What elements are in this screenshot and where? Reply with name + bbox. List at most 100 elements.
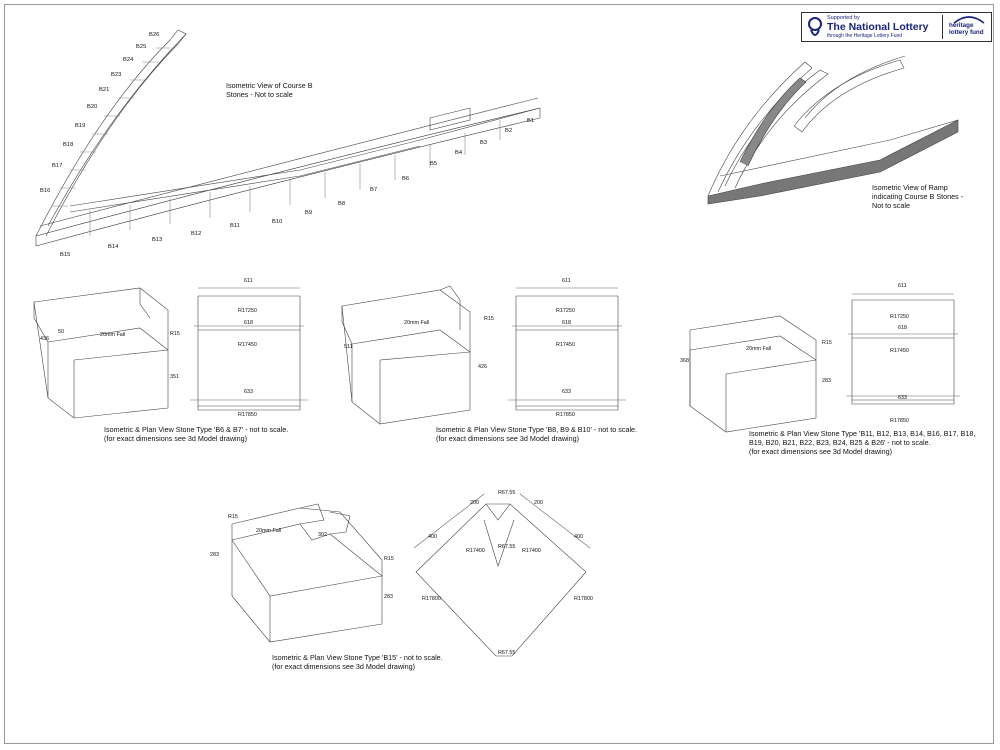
label-b16: B16 (40, 188, 50, 194)
label-b18: B18 (63, 142, 73, 148)
course-b-labels: B1 B2 B3 B4 B5 B6 B7 B8 B9 B10 B11 B12 B… (40, 32, 534, 258)
dim-r17450-c: R17450 (890, 348, 909, 354)
dim-611-b: 611 (562, 278, 571, 284)
caption-b11-group: Isometric & Plan View Stone Type 'B11, B… (749, 429, 975, 456)
hlf-line-1: heritage (949, 22, 974, 29)
label-b25: B25 (136, 44, 146, 50)
caption-b15-line1: Isometric & Plan View Stone Type 'B15' -… (272, 653, 443, 662)
dim-fall-c: 20mm Fall (746, 346, 771, 352)
caption-b8-line1: Isometric & Plan View Stone Type 'B8, B9… (436, 425, 638, 434)
dim-fall-b: 20mm Fall (404, 320, 429, 326)
dim-200-left: 200 (470, 500, 479, 506)
caption-b6-b7-line1: Isometric & Plan View Stone Type 'B6 & B… (104, 425, 289, 434)
caption-b11-line2: B19, B20, B21, B22, B23, B24, B25 & B26'… (749, 438, 931, 447)
caption-b8-line2: (for exact dimensions see 3d Model drawi… (436, 434, 580, 443)
label-b19: B19 (75, 123, 85, 129)
lottery-logo-banner: Supported by The National Lottery throug… (801, 12, 992, 42)
caption-course-b-line1: Isometric View of Course B (226, 81, 313, 90)
dim-283-c: 283 (822, 378, 831, 384)
dim-r17250-a: R17250 (238, 308, 257, 314)
label-b7: B7 (370, 187, 377, 193)
dim-351-a: 351 (170, 374, 179, 380)
stone-b8-b9-b10-plan (508, 287, 626, 411)
label-b9: B9 (305, 210, 312, 216)
dim-426-b: 426 (478, 364, 487, 370)
hlf-arc-icon (953, 16, 985, 24)
caption-b15-line2: (for exact dimensions see 3d Model drawi… (272, 662, 416, 671)
dim-50-a: 50 (58, 329, 64, 335)
label-b12: B12 (191, 231, 201, 237)
label-b4: B4 (455, 150, 463, 156)
dim-400-left: 400 (428, 534, 437, 540)
dim-r17850-b: R17850 (556, 412, 575, 418)
dim-r17850-a: R17850 (238, 412, 257, 418)
dim-r17250-b: R17250 (556, 308, 575, 314)
stone-b15-isometric (231, 503, 383, 643)
stone-b8-b9-b10-isometric (341, 285, 471, 425)
stone-b15-plan (413, 493, 591, 657)
caption-ramp-line2: indicating Course B Stones - (872, 192, 964, 201)
dim-r15-d2: R15 (384, 556, 394, 562)
caption-ramp-line3: Not to scale (872, 201, 910, 210)
label-b2: B2 (505, 128, 512, 134)
national-lottery-name: The National Lottery (827, 21, 929, 33)
dim-r67-bottom: R67.55 (498, 650, 515, 656)
dim-r17400-right: R17400 (522, 548, 541, 554)
label-b6: B6 (402, 176, 409, 182)
dim-618-b: 618 (562, 320, 571, 326)
dim-618-a: 618 (244, 320, 253, 326)
label-b1: B1 (527, 118, 534, 124)
caption-b11-line3: (for exact dimensions see 3d Model drawi… (749, 447, 893, 456)
dim-r17800-left: R17800 (422, 596, 441, 602)
dim-633-b: 633 (562, 389, 571, 395)
supported-by-text: Supported by (827, 15, 860, 21)
dim-511-b: 511 (344, 344, 353, 350)
caption-b11-line1: Isometric & Plan View Stone Type 'B11, B… (749, 429, 976, 438)
dim-r17450-b: R17450 (556, 342, 575, 348)
label-b15: B15 (60, 252, 70, 258)
dim-633-c: 633 (898, 395, 907, 401)
caption-b6-b7: Isometric & Plan View Stone Type 'B6 & B… (104, 425, 288, 443)
dim-r17250-c: R17250 (890, 314, 909, 320)
dim-633-a: 633 (244, 389, 253, 395)
label-b11: B11 (230, 223, 240, 229)
label-b23: B23 (111, 72, 121, 78)
caption-b15: Isometric & Plan View Stone Type 'B15' -… (272, 653, 443, 671)
caption-ramp-line1: Isometric View of Ramp (872, 183, 948, 192)
dim-fall-d: 20mm Fall (256, 528, 281, 534)
hlf-line-2: lottery fund (949, 28, 984, 36)
crossed-fingers-logo-icon (808, 17, 822, 36)
dim-r67-top: R67.55 (498, 490, 515, 496)
stone-b11-isometric (689, 315, 817, 433)
stone-b6-b7-plan (190, 287, 308, 411)
logo-divider (942, 15, 943, 39)
dim-r67-mid: R67.55 (498, 544, 515, 550)
dim-r15-d: R15 (228, 514, 238, 520)
caption-b6-b7-line2: (for exact dimensions see 3d Model drawi… (104, 434, 248, 443)
stone-b6-b7-isometric (33, 287, 169, 419)
dim-r15-c: R15 (822, 340, 832, 346)
ramp-isometric (707, 55, 959, 205)
caption-course-b-line2: Stones - Not to scale (226, 90, 293, 99)
hlf-via-text: through the Heritage Lottery Fund (827, 33, 903, 39)
dim-283-d2: 283 (384, 594, 393, 600)
dim-400-right: 400 (574, 534, 583, 540)
dim-302-d: 302 (318, 532, 327, 538)
label-b20: B20 (87, 104, 97, 110)
dim-200-right: 200 (534, 500, 543, 506)
dim-r17850-c: R17850 (890, 418, 909, 424)
dimension-labels: 611 R17250 618 R17450 633 R17850 R15 50 … (40, 278, 909, 656)
label-b24: B24 (123, 57, 134, 63)
dim-436-a: 436 (40, 336, 49, 342)
dim-r17450-a: R17450 (238, 342, 257, 348)
label-b21: B21 (99, 87, 109, 93)
dim-r17800-right: R17800 (574, 596, 593, 602)
course-b-isometric (35, 29, 541, 247)
label-b26: B26 (149, 32, 159, 38)
drawing-sheet-border (4, 4, 994, 744)
label-b3: B3 (480, 140, 487, 146)
dim-r15-a: R15 (170, 331, 180, 337)
label-b5: B5 (430, 161, 437, 167)
label-b10: B10 (272, 219, 282, 225)
